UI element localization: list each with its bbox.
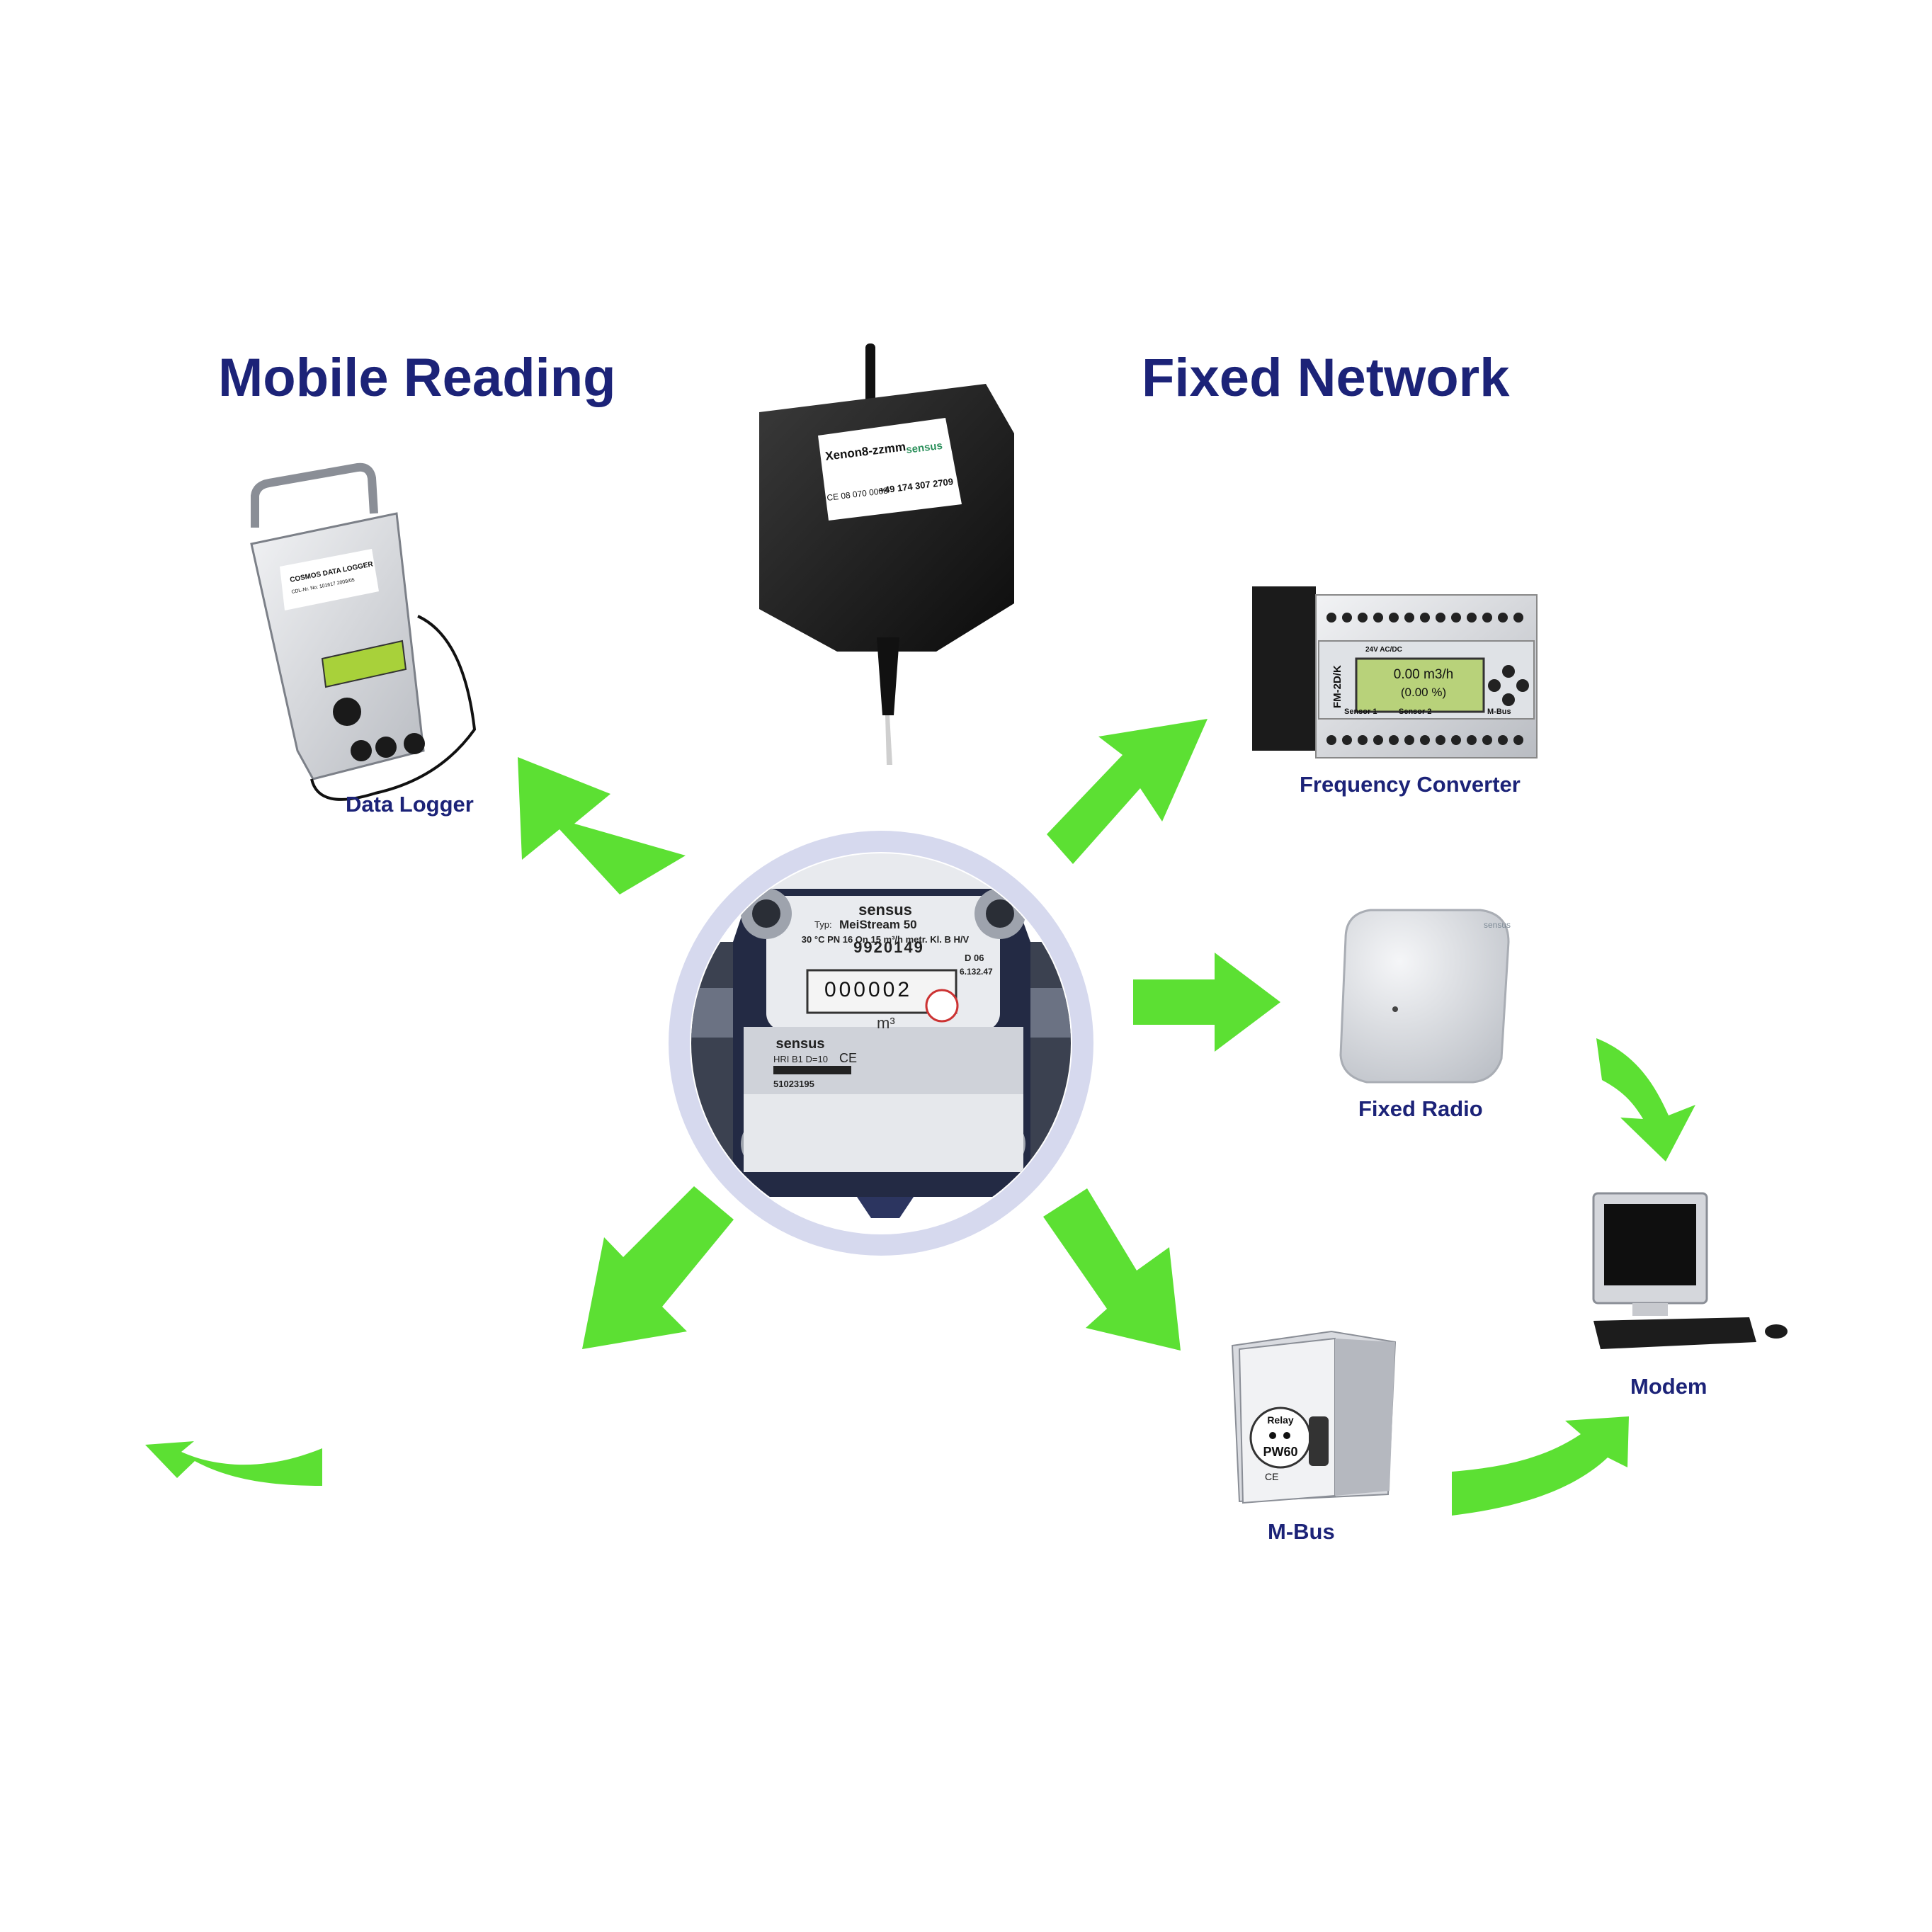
arrow-to-lower-left (582, 1186, 734, 1349)
heading-fixed-network: Fixed Network (1142, 348, 1510, 408)
arrow-to-mbus (1043, 1188, 1181, 1351)
module-brand: sensus (776, 1036, 825, 1052)
data-logger-device: COSMOS DATA LOGGER CDL-Nr. No: 101617 20… (250, 462, 477, 801)
arrow-to-frequency-converter (1047, 719, 1208, 864)
transmitter-brand: sensus (905, 440, 943, 456)
modem-computer (1592, 1192, 1788, 1349)
arrow-to-data-logger (518, 757, 686, 894)
label-data-logger: Data Logger (346, 792, 474, 817)
meter-counter: 000002 (824, 978, 912, 1001)
module-model: HRI B1 D=10 (773, 1054, 828, 1064)
fixed-radio-device: sensus (1339, 909, 1511, 1084)
meter-brand: sensus (858, 901, 912, 919)
meter-approval-number: 6.132.47 (960, 967, 993, 977)
module-barcode (773, 1066, 851, 1074)
converter-sensor1: Sensor 1 (1344, 708, 1377, 716)
meter-type-prefix: Typ: (814, 919, 832, 930)
meter-model: MeiStream 50 (839, 918, 917, 931)
module-ce-mark: CE (839, 1051, 857, 1065)
converter-terminals-bottom (1326, 735, 1523, 745)
converter-display-line2: (0.00 %) (1401, 686, 1446, 699)
frequency-converter-device: 0.00 m3/h (0.00 %) FM-2D/K 24V AC/DC Sen… (1252, 586, 1538, 758)
converter-sensor2: Sensor 2 (1399, 708, 1431, 716)
converter-model: FM-2D/K (1331, 665, 1343, 708)
meter-approval-code: D 06 (965, 953, 984, 963)
radio-brand: sensus (1484, 920, 1511, 930)
radio-transmitter: Xenon8-zzmm sensus CE 08 070 0008 +49 17… (759, 343, 1014, 765)
mbus-brand: Relay (1267, 1414, 1294, 1426)
converter-bus: M-Bus (1487, 708, 1511, 716)
label-modem: Modem (1630, 1374, 1707, 1399)
mbus-device: Relay PW60 CE (1231, 1330, 1397, 1504)
label-mbus: M-Bus (1268, 1519, 1335, 1544)
arrow-mbus-to-modem (1452, 1416, 1629, 1516)
arrows (145, 719, 1695, 1516)
arrow-to-fixed-radio (1133, 953, 1280, 1052)
meter-serial: 9920149 (853, 938, 924, 956)
heading-mobile-reading: Mobile Reading (218, 348, 616, 408)
converter-terminals-top (1326, 613, 1523, 623)
label-fixed-radio: Fixed Radio (1358, 1096, 1483, 1121)
meter-unit: m³ (877, 1014, 895, 1032)
arrow-return-mobile (145, 1441, 322, 1486)
converter-display-line1: 0.00 m3/h (1394, 667, 1454, 682)
meter-spec-line: 30 °C PN 16 Qn 15 m³/h metr. Kl. B H/V (802, 934, 970, 945)
water-meter: sensus Typ: MeiStream 50 30 °C PN 16 Qn … (669, 831, 1093, 1256)
label-frequency-converter: Frequency Converter (1300, 772, 1521, 797)
mbus-ce-mark: CE (1265, 1471, 1278, 1482)
module-serial: 51023195 (773, 1079, 814, 1089)
arrow-radio-to-modem (1596, 1038, 1695, 1161)
converter-supply: 24V AC/DC (1365, 646, 1402, 654)
mbus-model: PW60 (1263, 1445, 1297, 1459)
